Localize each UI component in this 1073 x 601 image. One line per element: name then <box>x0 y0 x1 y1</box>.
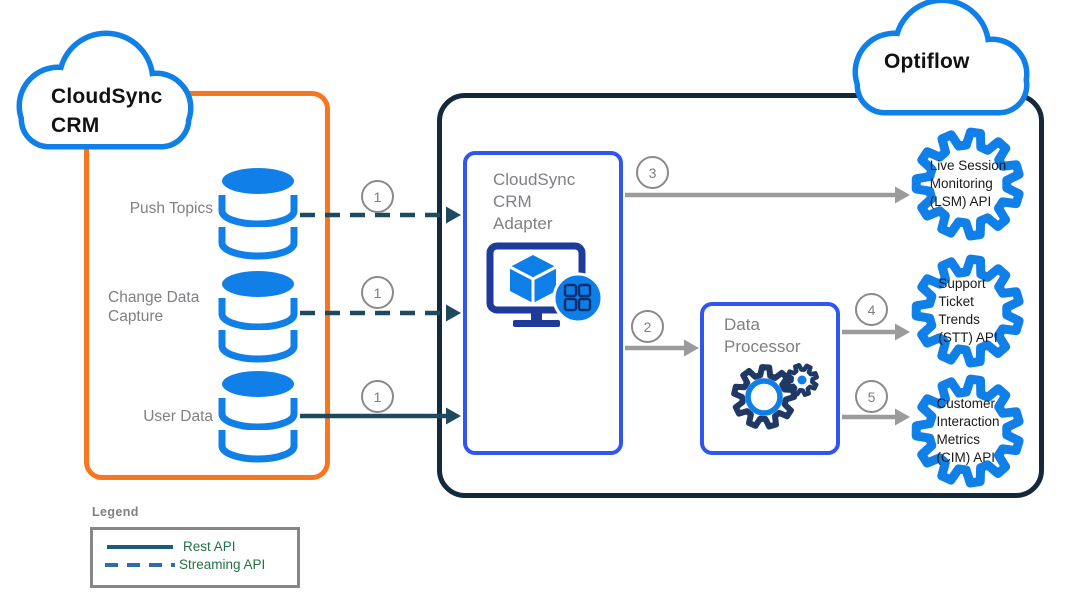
api-label-lsm: Live Session Monitoring (LSM) API <box>929 158 1007 209</box>
flow-arrow-adapter-to-lsm <box>625 186 910 204</box>
source-label-user-data: User Data <box>143 408 213 425</box>
step-circle-change-data-capture: 1 <box>361 276 394 309</box>
legend-rest-api-label: Rest API <box>183 539 236 554</box>
legend-streaming-api-label: Streaming API <box>179 557 266 572</box>
gears-icon <box>731 363 819 430</box>
processor-label: Data Processor <box>724 315 801 357</box>
legend-streaming-api-line <box>105 563 175 567</box>
api-label-stt: Support Ticket Trends (STT) API <box>938 276 998 345</box>
flow-arrow-processor-to-stt <box>842 323 910 341</box>
step-circle-push-topics: 1 <box>361 180 394 213</box>
adapter-label: CloudSync CRM Adapter <box>493 170 576 234</box>
gear-badge-icon <box>911 254 1024 368</box>
source-label-push-topics: Push Topics <box>129 200 213 217</box>
step-circle-processor-to-cim: 5 <box>855 380 888 413</box>
data-processor-box: Data Processor <box>700 302 840 455</box>
legend-title: Legend <box>92 505 139 519</box>
gear-badge-icon <box>911 127 1024 241</box>
optiflow-boundary <box>437 93 1044 498</box>
cloudsync-crm-cloud-icon <box>16 30 194 150</box>
puzzle-icon <box>552 272 604 324</box>
api-badge-cim: Customer Interaction Metrics (CIM) API <box>908 371 1028 491</box>
api-badge-lsm: Live Session Monitoring (LSM) API <box>908 124 1028 244</box>
legend-rest-api-line <box>107 545 173 549</box>
legend-box: Rest API Streaming API <box>90 527 300 588</box>
api-label-cim: Customer Interaction Metrics (CIM) API <box>936 396 1000 465</box>
cloudsync-crm-adapter-box: CloudSync CRM Adapter <box>463 151 623 455</box>
database-icon-user-data <box>218 371 298 463</box>
flow-arrow-processor-to-cim <box>842 408 910 426</box>
optiflow-cloud-title: Optiflow <box>884 50 970 73</box>
step-circle-user-data: 1 <box>361 380 394 413</box>
api-badge-stt: Support Ticket Trends (STT) API <box>908 251 1028 371</box>
database-icon-change-data-capture <box>218 271 298 363</box>
step-circle-processor-to-stt: 4 <box>855 293 888 326</box>
step-circle-adapter-to-lsm: 3 <box>636 156 669 189</box>
streaming-arrow-change-data-capture <box>300 304 461 322</box>
step-circle-adapter-to-processor: 2 <box>631 310 664 343</box>
rest-arrow-user-data <box>300 407 461 425</box>
optiflow-cloud-icon <box>852 0 1030 116</box>
cloudsync-crm-boundary <box>84 91 330 480</box>
cloudsync-crm-cloud-title: CloudSync CRM <box>51 85 163 137</box>
source-label-change-data-capture: Change Data Capture <box>108 289 200 325</box>
database-icon-push-topics <box>218 168 298 260</box>
flow-arrow-adapter-to-processor <box>625 339 699 357</box>
gear-badge-icon <box>911 374 1024 488</box>
streaming-arrow-push-topics <box>300 206 461 224</box>
